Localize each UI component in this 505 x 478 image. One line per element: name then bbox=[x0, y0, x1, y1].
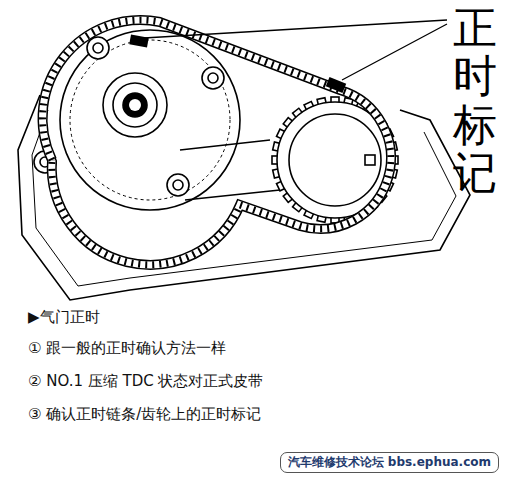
note-line: ③ 确认正时链条/齿轮上的正时标记 bbox=[28, 405, 261, 424]
cam-hub-inner bbox=[113, 83, 157, 127]
housing-outline bbox=[18, 95, 470, 300]
timing-marks bbox=[129, 35, 346, 93]
bracket-arm bbox=[180, 140, 280, 200]
cam-sprocket-ring bbox=[70, 40, 230, 200]
note-line: ① 跟一般的正时确认方法一样 bbox=[28, 339, 226, 358]
timing-chain bbox=[43, 20, 391, 265]
section-heading: ▶气门正时 bbox=[28, 308, 100, 327]
leader-line bbox=[144, 20, 447, 80]
cam-hub bbox=[103, 73, 167, 137]
cam-sprocket bbox=[60, 30, 240, 210]
watermark-text: 汽车维修技术论坛 bbs.ephua.com bbox=[288, 454, 491, 471]
crank-sprocket-bore bbox=[289, 114, 381, 206]
key-slot bbox=[365, 155, 375, 165]
cam-bolt-center bbox=[129, 99, 141, 111]
watermark-box: 汽车维修技术论坛 bbs.ephua.com bbox=[280, 452, 499, 473]
note-line: ② NO.1 压缩 TDC 状态对正式皮带 bbox=[28, 372, 263, 391]
cam-bolt bbox=[123, 93, 147, 117]
vertical-callout: 正时标记 bbox=[453, 4, 497, 198]
